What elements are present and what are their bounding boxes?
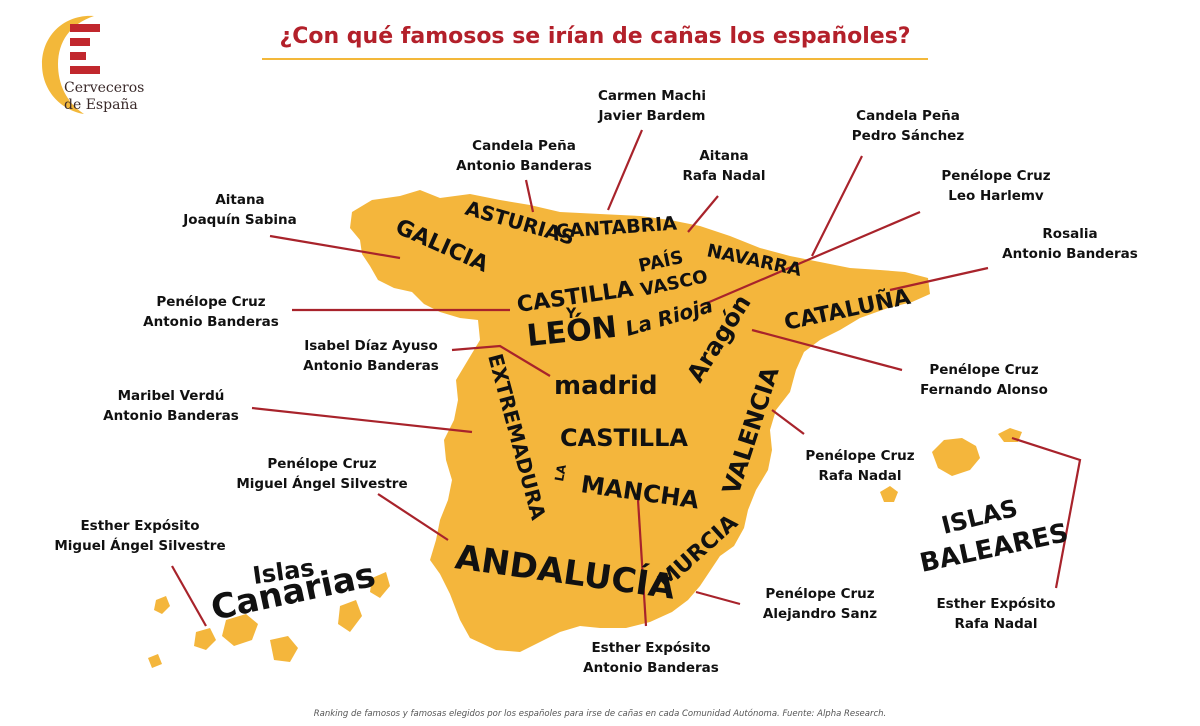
page-title: ¿Con qué famosos se irían de cañas los e… <box>279 24 911 49</box>
pair-label-navarra-2: Pedro Sánchez <box>851 128 965 144</box>
logo-bar-2 <box>70 38 90 46</box>
pair-label-cantabria-1: Carmen Machi <box>598 88 706 104</box>
pair-label-navarra-1: Candela Peña <box>856 108 960 124</box>
pair-label-la-rioja: Penélope Cruz Leo Harlemv <box>916 166 1076 206</box>
logo-text-line1: Cerveceros <box>64 80 145 96</box>
leader-lines <box>171 129 1082 627</box>
pair-label-baleares-1: Esther Expósito <box>936 596 1056 612</box>
pair-label-murcia-2: Alejandro Sanz <box>762 606 878 622</box>
pair-label-valencia: Penélope Cruz Rafa Nadal <box>770 446 950 486</box>
logo-bar-3 <box>70 52 86 60</box>
island-canarias-4 <box>222 614 258 646</box>
pair-label-extremadura-1: Maribel Verdú <box>117 388 225 404</box>
pair-label-valencia-2: Rafa Nadal <box>818 468 902 484</box>
pair-label-castilla-leon-1: Penélope Cruz <box>156 294 266 310</box>
island-canarias-3 <box>194 628 216 650</box>
pair-label-aragon-1: Penélope Cruz <box>929 362 1039 378</box>
island-ibiza <box>880 486 898 502</box>
logo-text-line2: de España <box>64 97 138 113</box>
pair-label-andalucia-2: Miguel Ángel Silvestre <box>236 476 408 492</box>
pair-label-castilla-mancha-1: Esther Expósito <box>591 640 711 656</box>
source-footnote: Ranking de famosos y famosas elegidos po… <box>313 709 887 719</box>
island-canarias-7 <box>370 572 390 598</box>
peninsula-shape <box>350 190 930 652</box>
leader-line-extremadura <box>251 406 473 434</box>
region-castilla-leon-2: Y <box>565 306 577 322</box>
region-castilla-mancha-1: CASTILLA <box>560 424 688 452</box>
leader-line-asturias <box>524 179 535 213</box>
pair-label-baleares: Esther Expósito Rafa Nadal <box>916 594 1076 634</box>
pair-label-pais-vasco-2: Rafa Nadal <box>682 168 766 184</box>
leader-line-cantabria <box>606 129 644 211</box>
leader-line-madrid <box>451 344 551 377</box>
pair-label-cataluna: Rosalia Antonio Banderas <box>980 224 1160 264</box>
leader-line-cataluna <box>889 266 989 292</box>
pair-label-la-rioja-1: Penélope Cruz <box>941 168 1051 184</box>
island-canarias-6 <box>338 600 362 632</box>
pair-label-madrid-2: Antonio Banderas <box>303 358 439 374</box>
pair-label-valencia-1: Penélope Cruz <box>805 448 915 464</box>
pair-label-baleares-2: Rafa Nadal <box>954 616 1038 632</box>
leader-line-murcia <box>695 590 741 606</box>
leader-line-aragon <box>751 328 903 372</box>
leader-line-valencia <box>771 409 805 435</box>
pair-label-murcia-1: Penélope Cruz <box>765 586 875 602</box>
region-madrid: madrid <box>554 371 658 401</box>
logo-bar-1 <box>70 24 100 32</box>
pair-label-aragon-2: Fernando Alonso <box>920 382 1048 398</box>
pair-label-cataluna-2: Antonio Banderas <box>1002 246 1138 262</box>
pair-label-canarias: Esther Expósito Miguel Ángel Silvestre <box>24 516 256 556</box>
island-canarias-5 <box>270 636 298 662</box>
leader-line-galicia <box>269 234 401 260</box>
leader-line-baleares <box>1011 436 1082 589</box>
pair-label-andalucia: Penélope Cruz Miguel Ángel Silvestre <box>206 454 438 494</box>
pair-label-la-rioja-2: Leo Harlemv <box>948 188 1044 204</box>
pair-label-pais-vasco: Aitana Rafa Nadal <box>664 146 784 186</box>
pair-label-castilla-leon-2: Antonio Banderas <box>143 314 279 330</box>
pair-label-asturias: Candela Peña Antonio Banderas <box>424 136 624 176</box>
pair-label-extremadura: Maribel Verdú Antonio Banderas <box>76 386 266 426</box>
logo-bar-4 <box>70 66 100 74</box>
pair-label-cataluna-1: Rosalia <box>1042 226 1098 242</box>
pair-label-canarias-2: Miguel Ángel Silvestre <box>54 538 226 554</box>
pair-label-navarra: Candela Peña Pedro Sánchez <box>828 106 988 146</box>
cerveceros-logo <box>42 15 100 115</box>
pair-label-aragon: Penélope Cruz Fernando Alonso <box>894 360 1074 400</box>
leader-line-canarias <box>171 565 207 627</box>
leader-line-andalucia <box>377 493 449 541</box>
leader-line-castilla-mancha <box>636 499 648 627</box>
pair-label-murcia: Penélope Cruz Alejandro Sanz <box>740 584 900 624</box>
logo-crescent <box>42 15 94 115</box>
pair-label-asturias-1: Candela Peña <box>472 138 576 154</box>
pair-label-andalucia-1: Penélope Cruz <box>267 456 377 472</box>
pair-label-pais-vasco-1: Aitana <box>699 148 749 164</box>
pair-label-galicia-2: Joaquín Sabina <box>183 212 297 228</box>
leader-line-la-rioja <box>699 210 921 308</box>
island-canarias-1 <box>154 596 170 614</box>
pair-label-extremadura-2: Antonio Banderas <box>103 408 239 424</box>
pair-label-castilla-mancha-2: Antonio Banderas <box>583 660 719 676</box>
island-canarias-2 <box>148 654 162 668</box>
pair-label-castilla-mancha: Esther Expósito Antonio Banderas <box>556 638 746 678</box>
island-mallorca <box>932 438 980 476</box>
leader-line-navarra <box>811 155 863 257</box>
pair-label-castilla-leon: Penélope Cruz Antonio Banderas <box>116 292 306 332</box>
leader-line-pais-vasco <box>687 195 719 233</box>
pair-label-cantabria-2: Javier Bardem <box>598 108 706 124</box>
pair-label-asturias-2: Antonio Banderas <box>456 158 592 174</box>
pair-label-madrid-1: Isabel Díaz Ayuso <box>304 338 438 354</box>
pair-label-cantabria: Carmen Machi Javier Bardem <box>572 86 732 126</box>
pair-label-canarias-1: Esther Expósito <box>80 518 200 534</box>
pair-label-madrid: Isabel Díaz Ayuso Antonio Banderas <box>276 336 466 376</box>
title-underline <box>262 58 928 60</box>
pair-label-galicia: Aitana Joaquín Sabina <box>150 190 330 230</box>
pair-label-galicia-1: Aitana <box>215 192 265 208</box>
region-castilla-mancha-2: LA <box>552 463 569 483</box>
